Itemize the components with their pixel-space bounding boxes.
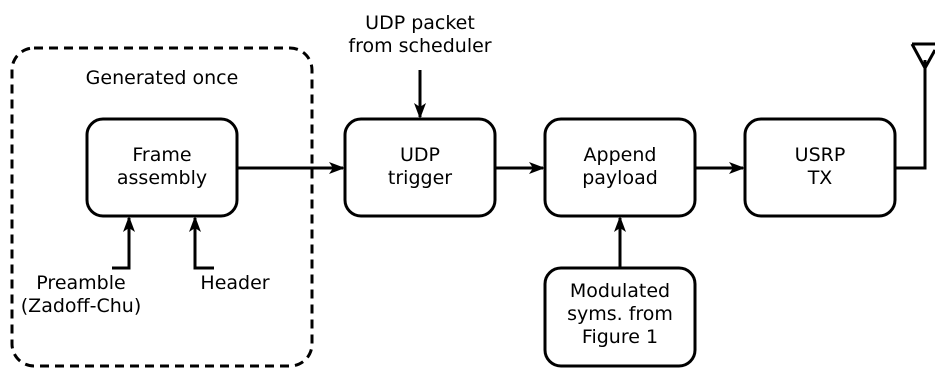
arrow-preamble-in [112, 216, 135, 270]
preamble-line-2: (Zadoff-Chu) [20, 295, 142, 317]
modulated-syms-line-2: syms. from [567, 303, 673, 325]
udp-trigger-line-1: UDP [400, 144, 440, 166]
usrp-tx-line-2: TX [807, 167, 833, 189]
usrp-tx-block [743, 117, 897, 218]
generated-once-label: Generated once [85, 67, 239, 89]
preamble-label: Preamble (Zadoff-Chu) [6, 272, 156, 318]
frame-assembly-line-2: assembly [116, 167, 208, 189]
udp-packet-line-1: UDP packet [365, 12, 475, 34]
frame-assembly-block [85, 117, 239, 218]
usrp-to-antenna-line [896, 60, 927, 170]
usrp-tx-line-1: USRP [794, 144, 846, 166]
antenna-icon [910, 42, 935, 72]
preamble-line-1: Preamble [36, 272, 126, 294]
modulated-syms-line-3: Figure 1 [581, 326, 659, 348]
frame-assembly-label: Frame assembly [87, 144, 237, 190]
udp-trigger-line-2: trigger [387, 167, 453, 189]
append-payload-label: Append payload [545, 144, 695, 190]
modulated-syms-line-1: Modulated [569, 280, 671, 302]
udp-packet-label: UDP packet from scheduler [330, 12, 510, 58]
generated-once-group [10, 46, 314, 368]
modulated-syms-label: Modulated syms. from Figure 1 [545, 280, 695, 349]
arrow-header-in [189, 216, 214, 270]
usrp-tx-label: USRP TX [745, 144, 895, 190]
udp-trigger-block [343, 117, 497, 218]
append-payload-line-2: payload [582, 167, 658, 189]
udp-trigger-label: UDP trigger [345, 144, 495, 190]
frame-assembly-line-1: Frame [132, 144, 192, 166]
udp-packet-line-2: from scheduler [348, 35, 492, 57]
append-payload-line-1: Append [583, 144, 657, 166]
header-label: Header [200, 272, 270, 294]
